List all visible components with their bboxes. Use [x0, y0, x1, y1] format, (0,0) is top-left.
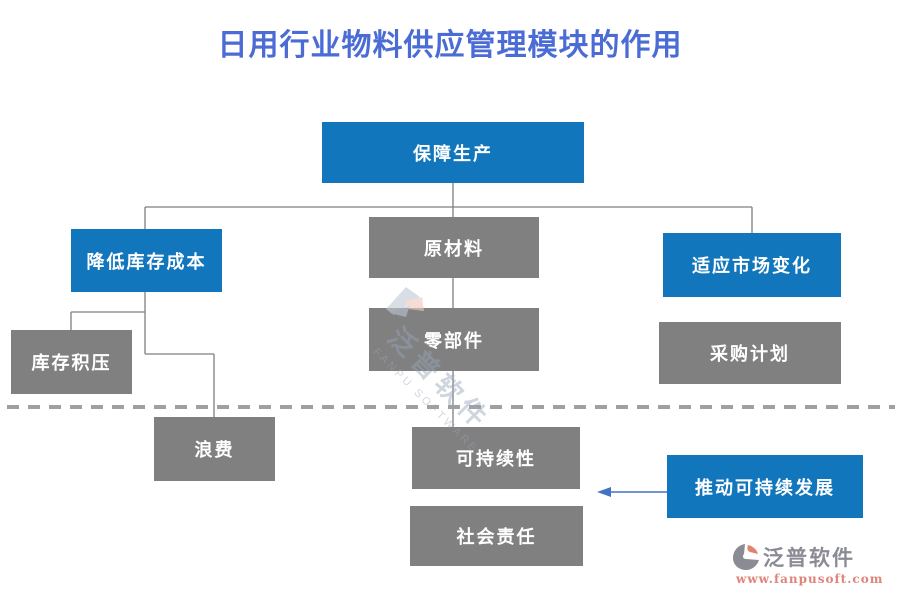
node-parts: 零部件 — [369, 308, 539, 371]
node-promote-sustainable-development: 推动可持续发展 — [667, 455, 863, 518]
node-waste: 浪费 — [154, 417, 275, 481]
node-social-responsibility: 社会责任 — [410, 506, 583, 566]
tree-connectors — [70, 183, 753, 427]
node-raw-materials: 原材料 — [369, 217, 539, 278]
node-inventory-backlog: 库存积压 — [11, 330, 132, 394]
node-adapt-market-changes: 适应市场变化 — [663, 233, 841, 297]
node-procurement-plan: 采购计划 — [659, 322, 841, 384]
page-title: 日用行业物料供应管理模块的作用 — [217, 28, 683, 63]
logo-company-name: 泛普软件 — [763, 547, 855, 570]
logo-website-url: www.fanpusoft.com — [736, 572, 884, 586]
fanpu-logo: 泛普软件 www.fanpusoft.com — [732, 542, 882, 586]
arrow-promote-to-sustainability — [597, 487, 667, 497]
node-sustainability: 可持续性 — [412, 427, 580, 489]
node-reduce-inventory-cost: 降低库存成本 — [71, 229, 222, 292]
node-ensure-production: 保障生产 — [322, 122, 584, 183]
fanpu-logo-icon — [733, 544, 759, 570]
